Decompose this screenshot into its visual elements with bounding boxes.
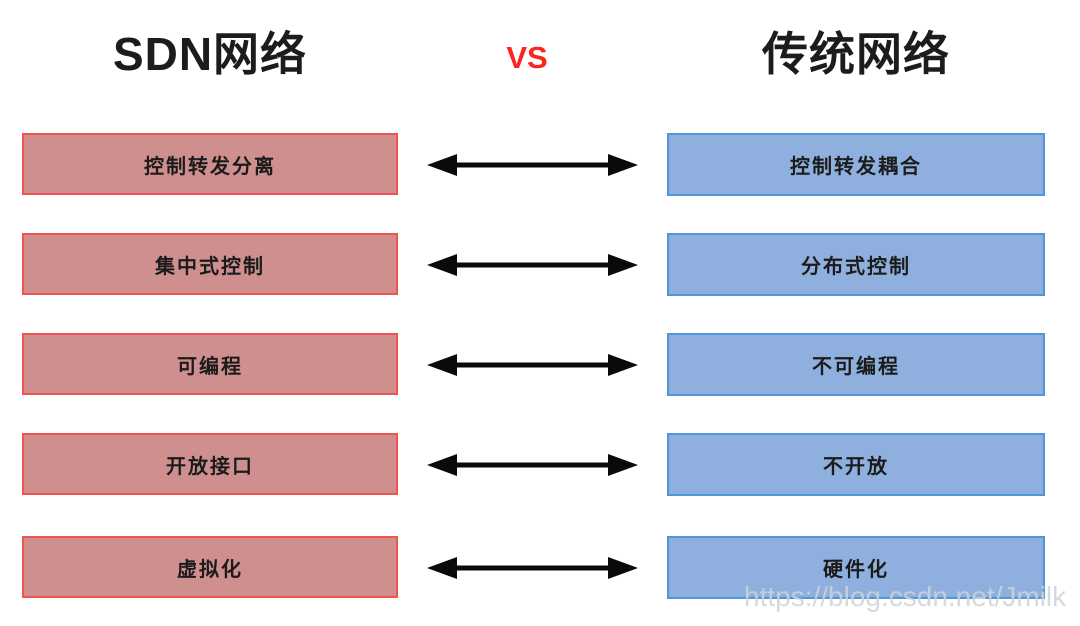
sdn-feature-box: 控制转发分离: [22, 133, 398, 195]
comparison-row: 可编程 不可编程: [0, 333, 1080, 397]
traditional-feature-box: 不可编程: [667, 333, 1045, 396]
traditional-feature-label: 不开放: [823, 456, 889, 478]
double-arrow-icon: [427, 557, 638, 579]
traditional-feature-box: 不开放: [667, 433, 1045, 496]
sdn-feature-box: 虚拟化: [22, 536, 398, 598]
traditional-feature-label: 分布式控制: [801, 256, 911, 278]
sdn-feature-label: 控制转发分离: [144, 155, 276, 178]
csdn-watermark: https://blog.csdn.net/Jmilk: [744, 581, 1067, 612]
traditional-feature-box: 硬件化: [667, 536, 1045, 599]
double-arrow-icon: [427, 454, 638, 476]
comparison-row: 开放接口 不开放: [0, 433, 1080, 497]
traditional-feature-label: 硬件化: [823, 559, 889, 581]
sdn-column-title: SDN网络: [112, 28, 308, 80]
traditional-feature-label: 控制转发耦合: [790, 156, 922, 178]
sdn-feature-label: 虚拟化: [177, 558, 243, 581]
comparison-row: 虚拟化 硬件化: [0, 536, 1080, 600]
traditional-feature-box: 分布式控制: [667, 233, 1045, 296]
traditional-feature-box: 控制转发耦合: [667, 133, 1045, 196]
sdn-feature-label: 集中式控制: [155, 255, 265, 278]
vs-label: VS: [506, 40, 548, 75]
sdn-feature-label: 开放接口: [166, 455, 254, 478]
comparison-row: 控制转发分离 控制转发耦合: [0, 133, 1080, 197]
double-arrow-icon: [427, 354, 638, 376]
traditional-column-title: 传统网络: [762, 28, 950, 80]
sdn-feature-box: 可编程: [22, 333, 398, 395]
double-arrow-icon: [427, 254, 638, 276]
traditional-feature-label: 不可编程: [812, 356, 900, 378]
double-arrow-icon: [427, 154, 638, 176]
comparison-row: 集中式控制 分布式控制: [0, 233, 1080, 297]
sdn-feature-box: 开放接口: [22, 433, 398, 495]
sdn-feature-box: 集中式控制: [22, 233, 398, 295]
sdn-feature-label: 可编程: [177, 355, 243, 378]
